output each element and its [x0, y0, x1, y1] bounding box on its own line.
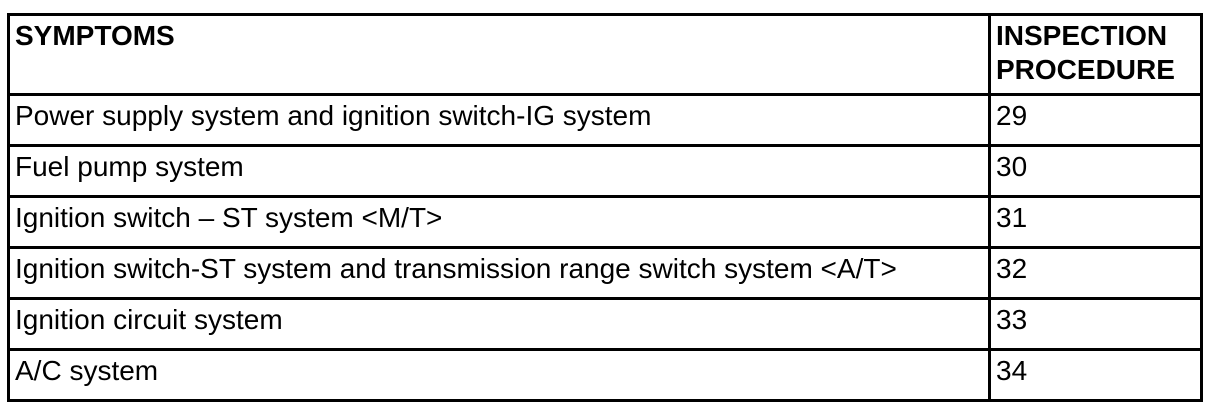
symptom-cell: Ignition switch-ST system and transmissi…	[7, 246, 991, 300]
procedure-cell: 34	[988, 348, 1203, 402]
procedure-cell: 32	[988, 246, 1203, 300]
header-row: SYMPTOMS INSPECTION PROCEDURE	[7, 13, 1203, 96]
table-row: Ignition circuit system 33	[7, 297, 1203, 351]
symptom-cell: Ignition switch – ST system <M/T>	[7, 195, 991, 249]
table-row: Fuel pump system 30	[7, 144, 1203, 198]
symptom-cell: Fuel pump system	[7, 144, 991, 198]
symptoms-column-header: SYMPTOMS	[7, 13, 991, 96]
symptom-cell: Ignition circuit system	[7, 297, 991, 351]
procedure-cell: 33	[988, 297, 1203, 351]
table-row: Ignition switch – ST system <M/T> 31	[7, 195, 1203, 249]
procedure-cell: 31	[988, 195, 1203, 249]
procedure-cell: 29	[988, 93, 1203, 147]
table-row: Power supply system and ignition switch-…	[7, 93, 1203, 147]
table-row: A/C system 34	[7, 348, 1203, 402]
symptoms-inspection-table: SYMPTOMS INSPECTION PROCEDURE Power supp…	[7, 13, 1203, 402]
inspection-procedure-column-header: INSPECTION PROCEDURE	[988, 13, 1203, 96]
symptom-cell: A/C system	[7, 348, 991, 402]
table-body: Power supply system and ignition switch-…	[7, 93, 1203, 402]
table-row: Ignition switch-ST system and transmissi…	[7, 246, 1203, 300]
symptom-cell: Power supply system and ignition switch-…	[7, 93, 991, 147]
procedure-cell: 30	[988, 144, 1203, 198]
